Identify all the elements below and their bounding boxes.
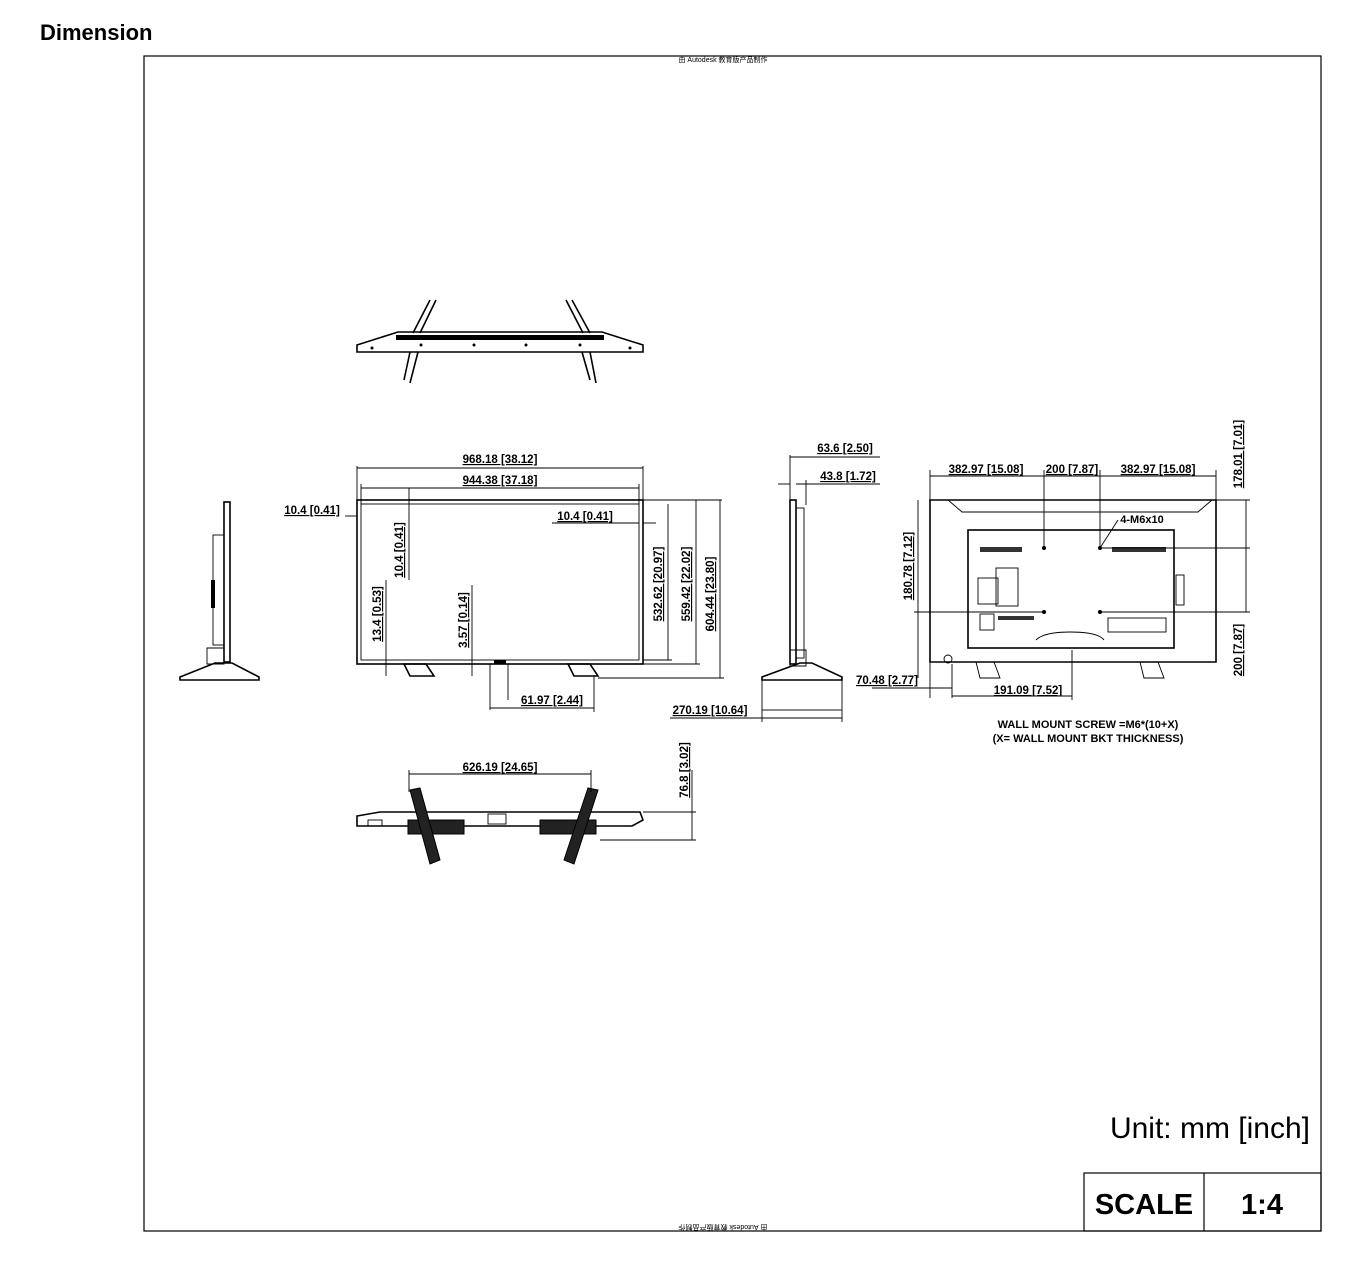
dim-depth-panel: 43.8 [1.72] [820,471,876,483]
rear-view: 382.97 [15.08] 200 [7.87] 382.97 [15.08]… [856,420,1250,745]
dim-left-bezel: 10.4 [0.41] [284,505,340,517]
dim-depth-overall: 63.6 [2.50] [817,443,873,455]
dim-overall-width: 968.18 [38.12] [463,454,538,466]
dim-rear-left-offset: 70.48 [2.77] [856,675,918,687]
right-side-view: 63.6 [2.50] 43.8 [1.72] 270.19 [10.64] [670,443,880,722]
dim-vesa-width: 200 [7.87] [1046,464,1099,476]
dim-panel-height: 559.42 [22.02] [681,546,693,621]
bottom-view: 626.19 [24.65] 76.8 [3.02] [356,742,696,865]
top-view [356,299,644,384]
dim-stand-depth: 270.19 [10.64] [673,705,748,717]
screw-label: 4-M6x10 [1120,514,1163,526]
sheet-border [143,55,1322,1232]
dim-active-height: 532.62 [20.97] [653,546,665,621]
left-side-view [179,501,260,681]
front-view: 968.18 [38.12] 944.38 [37.18] 10.4 [0.41… [284,454,724,712]
dim-rear-center-offset: 191.09 [7.52] [994,685,1063,697]
unit-label: Unit: mm [inch] [1110,1112,1310,1145]
dim-overall-height: 604.44 [23.80] [705,556,717,631]
dim-rear-right-span: 382.97 [15.08] [1121,464,1196,476]
dim-bottom-stand-depth: 76.8 [3.02] [679,742,691,798]
dim-vesa-height: 200 [7.87] [1233,624,1245,677]
dim-rear-top-offset: 178.01 [7.01] [1233,420,1245,489]
wall-mount-note-1: WALL MOUNT SCREW =M6*(10+X) [998,719,1179,731]
scale-label: SCALE [1095,1189,1193,1221]
wall-mount-note-2: (X= WALL MOUNT BKT THICKNESS) [993,733,1184,745]
dim-logo-gap: 3.57 [0.14] [458,592,470,648]
top-stamp: 由 Autodesk 教育版产品制作 [678,55,767,64]
title-block: Unit: mm [inch] SCALE 1:4 [1083,1112,1322,1232]
dim-top-bezel: 10.4 [0.41] [394,522,406,578]
dim-bottom-bezel: 13.4 [0.53] [372,586,384,642]
dim-rear-side-height: 180.78 [7.12] [903,532,915,601]
dim-right-bezel: 10.4 [0.41] [557,511,613,523]
dim-rear-left-span: 382.97 [15.08] [949,464,1024,476]
scale-value: 1:4 [1241,1189,1283,1221]
dim-panel-width: 944.38 [37.18] [463,475,538,487]
dim-stand-span: 626.19 [24.65] [463,762,538,774]
bottom-stamp: 由 Autodesk 教育版产品制作 [678,1223,767,1232]
dim-foot-offset: 61.97 [2.44] [521,695,583,707]
